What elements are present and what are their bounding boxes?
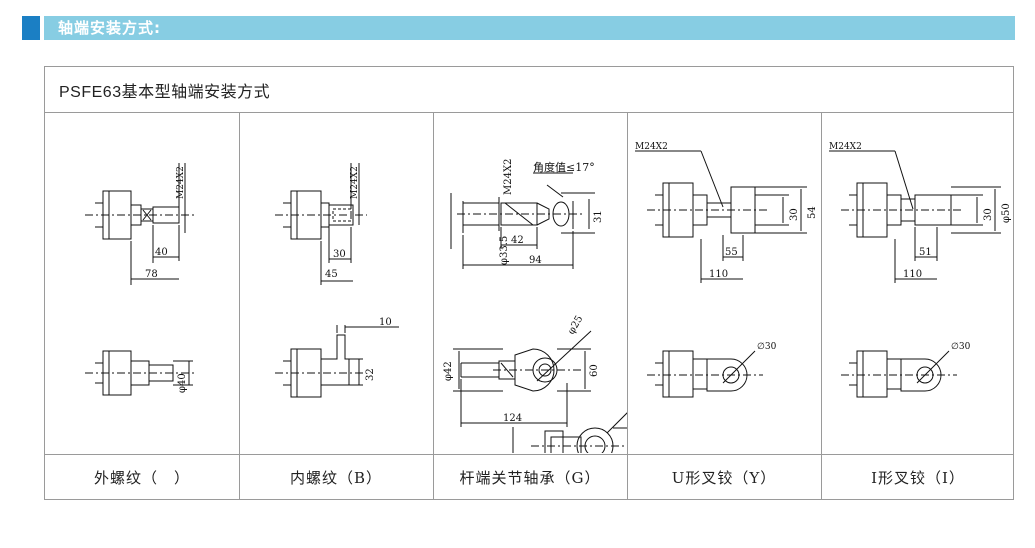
drawing-internal-thread: M24X2 30 45 10 32 — [275, 163, 399, 398]
svg-text:10: 10 — [379, 317, 392, 328]
drawing-u-clevis: M24X2 30 54 55 110 ∅30 — [635, 142, 818, 398]
svg-text:M24X2: M24X2 — [829, 142, 862, 152]
drawing-rod-end-eye: φ25 φ42 60 124 — [443, 314, 600, 427]
svg-text:φ50: φ50 — [1001, 203, 1012, 223]
svg-text:124: 124 — [503, 413, 522, 424]
svg-text:110: 110 — [903, 269, 922, 280]
table-title: PSFE63基本型轴端安装方式 — [59, 84, 271, 101]
svg-text:M24X2: M24X2 — [503, 159, 514, 195]
svg-text:94: 94 — [529, 255, 542, 266]
svg-text:55: 55 — [725, 247, 738, 258]
svg-text:78: 78 — [145, 269, 158, 280]
svg-text:54: 54 — [807, 206, 818, 219]
svg-text:φ33.5: φ33.5 — [499, 236, 510, 265]
section-title: 轴端安装方式: — [58, 19, 161, 37]
label-internal-thread: 内螺纹（B） — [289, 469, 383, 487]
svg-text:φ25: φ25 — [566, 314, 585, 337]
svg-text:42: 42 — [511, 235, 524, 246]
svg-text:φ42: φ42 — [443, 361, 454, 381]
svg-text:30: 30 — [333, 249, 346, 260]
svg-text:φ40: φ40 — [177, 373, 188, 393]
label-i-clevis: I形叉铰（I） — [871, 469, 965, 487]
header-accent-block — [22, 16, 40, 40]
svg-text:M24X2: M24X2 — [176, 166, 186, 199]
svg-text:31: 31 — [593, 210, 604, 223]
svg-text:51: 51 — [919, 247, 932, 258]
label-rod-end-bearing: 杆端关节轴承（G） — [459, 469, 601, 487]
drawing-external-thread: M24X2 40 78 φ40 — [85, 163, 195, 396]
label-external-thread: 外螺纹（ ） — [93, 469, 190, 487]
svg-text:32: 32 — [365, 368, 376, 381]
svg-text:60: 60 — [589, 364, 600, 377]
svg-text:M24X2: M24X2 — [635, 142, 668, 152]
drawing-i-clevis: M24X2 30 φ50 51 110 ∅30 — [829, 142, 1012, 398]
label-u-clevis: U形叉铰（Y） — [671, 469, 777, 487]
svg-text:110: 110 — [709, 269, 728, 280]
svg-text:40: 40 — [155, 247, 168, 258]
svg-text:M24X2: M24X2 — [350, 166, 360, 199]
svg-text:30: 30 — [789, 208, 800, 221]
svg-text:30: 30 — [983, 208, 994, 221]
svg-text:∅30: ∅30 — [757, 342, 777, 352]
divider-title — [45, 112, 1013, 113]
svg-text:角度值≤17°: 角度值≤17° — [533, 160, 595, 174]
mounting-table: PSFE63基本型轴端安装方式 外螺纹（ ） 内螺纹（B） 杆端关节轴承（G） … — [44, 66, 1014, 500]
drawing-rod-end-bearing: M24X2 角度值≤17° φ33.5 31 42 94 — [450, 159, 627, 453]
svg-text:∅30: ∅30 — [951, 342, 971, 352]
divider-labels — [45, 454, 1013, 455]
section-header-bar: 轴端安装方式: — [22, 16, 1015, 40]
svg-text:45: 45 — [325, 269, 338, 280]
